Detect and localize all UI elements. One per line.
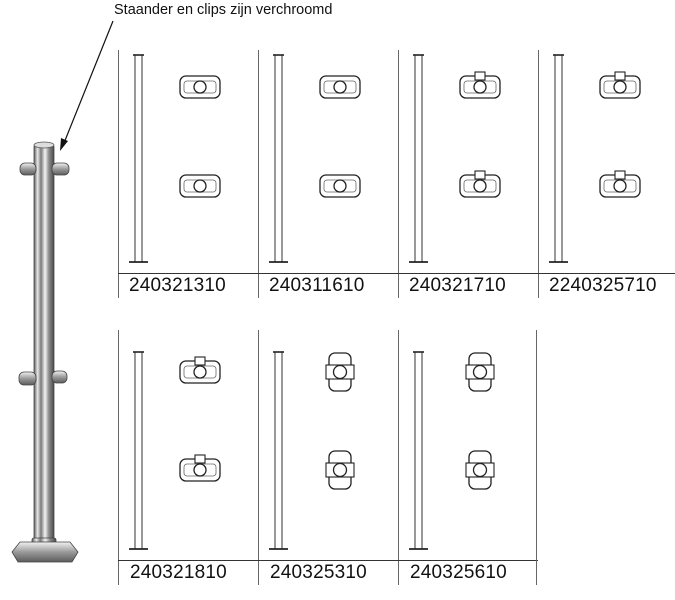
code-underline [538,273,675,274]
clip-horizontal-tab-icon [599,170,641,198]
product-code: 240325610 [410,562,507,583]
clip-horizontal-tab-icon [599,71,641,99]
pointer-arrow [63,20,114,144]
post-outline-icon [409,54,428,263]
cell-divider [538,50,539,298]
product-code: 240325310 [270,562,367,583]
annotation-label: Staander en clips zijn verchroomd [114,2,333,18]
product-cell: 240321710 [398,50,538,298]
post-outline-icon [409,351,428,550]
clip-horizontal-tab-icon [459,170,501,198]
cell-divider [118,330,119,585]
product-code: 240311610 [269,275,365,296]
code-underline [398,273,538,274]
cell-divider [398,330,399,585]
clip-vertical-icon [325,352,355,392]
product-code: 240321710 [409,275,506,296]
post-outline-icon [269,351,288,550]
product-cell: 240325610 [398,330,538,585]
product-drawing [129,54,221,263]
clip-horizontal-icon [179,75,221,99]
arrow-head-icon [60,138,68,151]
post-base-plate [11,541,79,563]
product-drawing [269,351,355,550]
product-cell: 240311610 [258,50,398,298]
product-cell: 2240325710 [538,50,675,298]
clip-lower-left [18,371,37,386]
clip-horizontal-icon [319,75,361,99]
code-underline [118,273,258,274]
code-underline [398,560,538,561]
post-outline-icon [129,351,148,550]
clip-horizontal-tab-icon [179,356,221,384]
clip-vertical-icon [465,450,495,490]
product-drawing [549,54,641,263]
clip-horizontal-tab-icon [459,71,501,99]
code-underline [118,560,258,561]
cell-divider [258,50,259,298]
clip-upper-right [51,162,70,176]
post-tube [33,144,55,546]
cell-divider [398,50,399,298]
cell-divider [258,330,259,585]
clip-horizontal-icon [319,174,361,198]
post-outline-icon [129,54,148,263]
clip-upper-left [19,162,37,176]
product-drawing [269,54,361,263]
product-drawing [409,351,495,550]
product-drawing [409,54,501,263]
clip-lower-right [51,370,68,384]
product-code: 2240325710 [549,275,657,296]
product-code: 240321810 [130,562,227,583]
cell-divider-end [536,330,537,585]
cell-divider [118,50,119,298]
clip-vertical-icon [465,352,495,392]
clip-horizontal-icon [179,174,221,198]
product-cell: 240321810 [118,330,258,585]
product-code: 240321310 [129,275,226,296]
post-outline-icon [269,54,288,263]
code-underline [258,560,398,561]
post-outline-icon [549,54,568,263]
clip-vertical-icon [325,450,355,490]
clip-horizontal-tab-icon [179,454,221,482]
product-cell: 240325310 [258,330,398,585]
code-underline [258,273,398,274]
product-drawing [129,351,221,550]
product-cell: 240321310 [118,50,258,298]
